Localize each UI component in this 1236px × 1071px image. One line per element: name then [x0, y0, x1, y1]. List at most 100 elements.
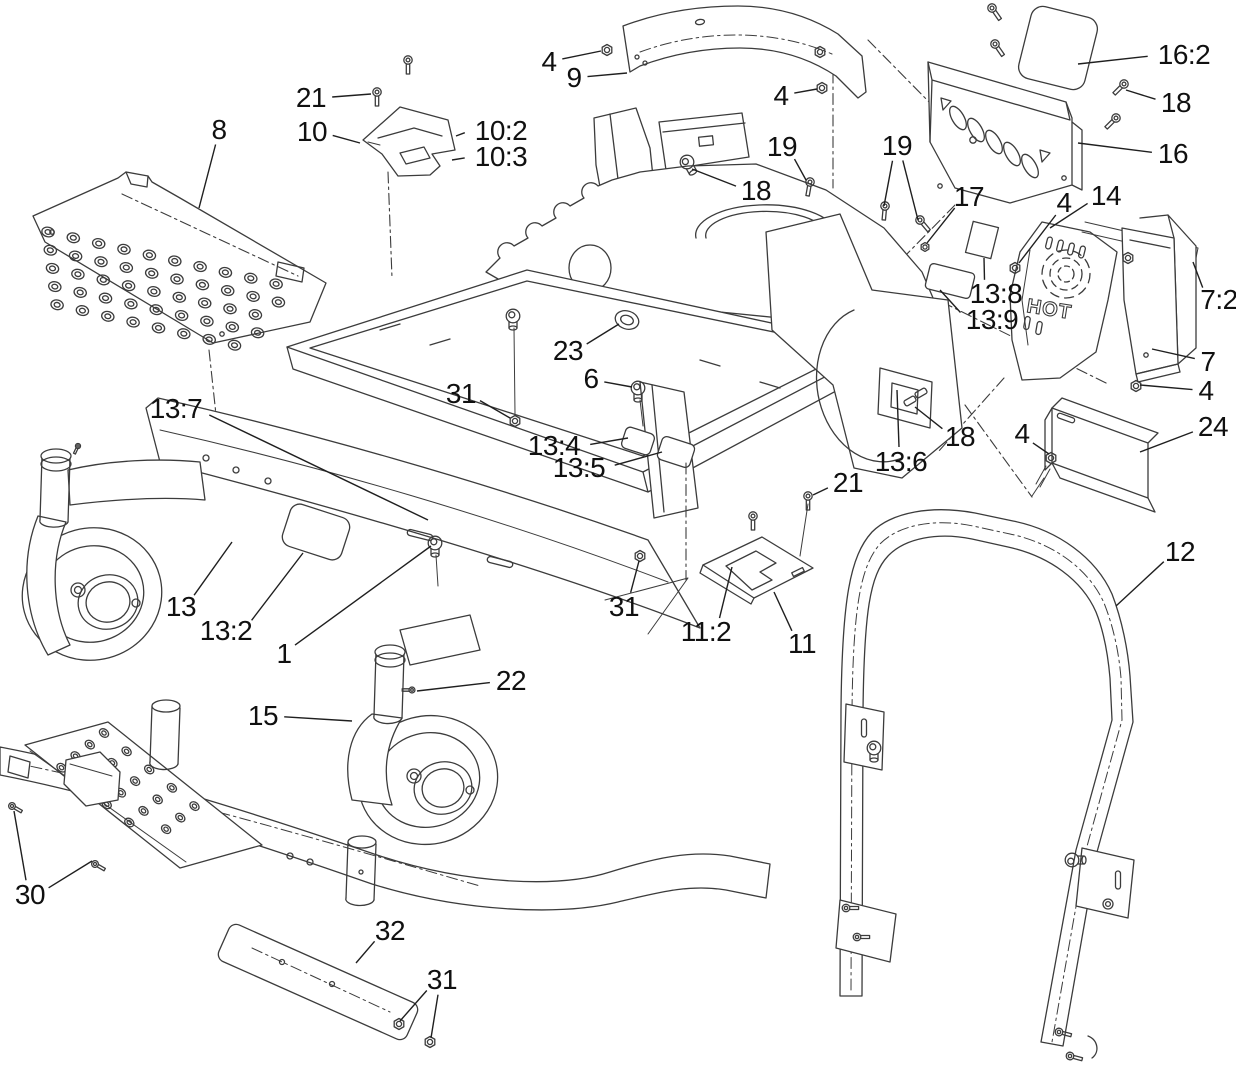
leader-line: [284, 716, 353, 722]
callout-label: 30: [14, 879, 46, 910]
footrest-plate: [33, 172, 326, 351]
callout-label: 23: [552, 335, 584, 366]
callout-label: 13:8: [969, 278, 1023, 309]
callout-label: 4: [541, 46, 557, 77]
callout-label: 18: [944, 421, 976, 452]
callout-label: 24: [1197, 411, 1229, 442]
callout-label: 11: [787, 628, 817, 659]
leader-line: [691, 168, 737, 187]
leader-line: [48, 860, 93, 889]
callout-label: 4: [1198, 375, 1214, 406]
callout-label: 19: [881, 130, 913, 161]
leader-line: [1139, 384, 1193, 391]
callout-label: 18: [740, 175, 772, 206]
leader-line: [914, 406, 943, 430]
leader-line: [294, 545, 432, 646]
leader-line: [896, 389, 900, 448]
callout-label: 31: [608, 591, 640, 622]
leader-line: [355, 940, 376, 964]
callout-label: 13:4: [527, 430, 581, 461]
leader-line: [590, 437, 629, 446]
leader-line: [939, 289, 962, 313]
mount-plate-11: [686, 463, 813, 604]
callout-label: 21: [295, 82, 327, 113]
leader-line: [251, 552, 304, 621]
leader-line: [794, 88, 818, 94]
callout-label: 18: [1160, 87, 1192, 118]
wear-strip: [216, 922, 420, 1042]
leader-line: [604, 381, 633, 388]
callout-label: 7:2: [1200, 284, 1236, 315]
callout-label: 14: [1090, 180, 1122, 211]
callout-label: 13: [165, 591, 197, 622]
leader-line: [1125, 89, 1156, 100]
leader-line: [718, 566, 733, 619]
leader-line: [198, 144, 217, 209]
leader-line: [399, 990, 428, 1022]
fan-grille-icon: [1042, 250, 1090, 298]
callout-label: 16: [1157, 138, 1189, 169]
callout-label: 8: [211, 114, 227, 145]
leader-line: [587, 72, 628, 78]
leader-line: [208, 414, 429, 521]
leader-line: [332, 134, 361, 144]
decal-16-2: [1016, 4, 1100, 92]
leader-line: [193, 541, 233, 596]
leader-line: [430, 994, 439, 1039]
leader-line: [1032, 442, 1050, 455]
leader-line: [455, 132, 466, 137]
leader-line: [1049, 202, 1088, 229]
caster-wheel-left: [7, 449, 176, 676]
callout-label: 31: [445, 378, 477, 409]
callout-label: 4: [1014, 418, 1030, 449]
callout-label: 16:2: [1157, 39, 1211, 70]
callout-label: 7: [1200, 346, 1216, 377]
belt-guide-bracket: [363, 107, 455, 176]
main-frame: [68, 108, 998, 665]
callout-label: 15: [247, 700, 279, 731]
callout-label: 4: [1056, 187, 1072, 218]
leader-line: [1018, 214, 1057, 264]
leader-line: [1192, 261, 1204, 288]
callout-label: 9: [566, 62, 582, 93]
callout-label: 13:6: [874, 446, 928, 477]
callout-label: 10: [296, 116, 328, 147]
callout-label: 17: [953, 181, 985, 212]
leader-line: [793, 158, 807, 181]
leader-line: [1151, 348, 1195, 360]
callout-label: 19: [766, 131, 798, 162]
callout-label: 1: [276, 638, 292, 669]
callout-label: 6: [583, 363, 599, 394]
leader-line: [1139, 431, 1194, 453]
leader-line: [883, 160, 894, 207]
leader-line: [983, 257, 986, 280]
callout-label: 10:3: [474, 141, 528, 172]
leader-line: [773, 591, 793, 632]
front-support-bracket: [623, 6, 866, 98]
callout-label: 22: [495, 665, 527, 696]
leader-line: [1115, 561, 1165, 607]
leader-line: [479, 399, 511, 419]
leader-line: [13, 810, 27, 881]
side-discharge-bracket: [1082, 215, 1198, 382]
leader-line: [926, 207, 956, 244]
hot-cover: HOT: [1010, 222, 1117, 380]
rear-guard-plate: [928, 4, 1100, 203]
leader-line: [614, 451, 663, 466]
grommet: [613, 308, 641, 333]
callout-label: 4: [773, 80, 789, 111]
leader-line: [586, 323, 620, 345]
leader-line: [1077, 55, 1148, 65]
leader-line: [451, 157, 465, 161]
fasteners: [6, 1, 1142, 1064]
callout-label: 31: [426, 964, 458, 995]
leader-line: [812, 487, 829, 496]
callout-label: 32: [374, 915, 406, 946]
callout-label: 13:2: [199, 615, 253, 646]
leader-line: [629, 560, 640, 593]
callout-label: 10:2: [474, 115, 528, 146]
leader-line: [902, 160, 919, 221]
